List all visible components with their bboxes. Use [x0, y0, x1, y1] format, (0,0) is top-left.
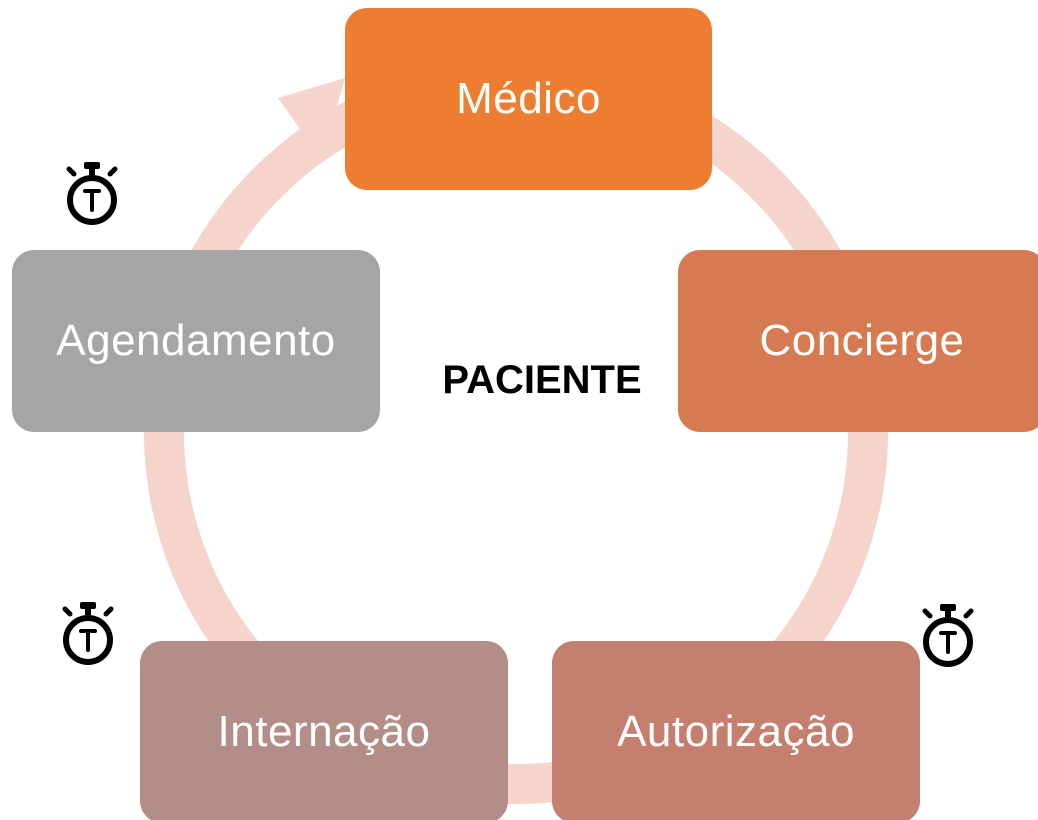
center-label-paciente: PACIENTE: [442, 358, 642, 402]
node-internacao-label: Internação: [217, 707, 431, 756]
node-medico: Médico: [345, 8, 712, 190]
node-concierge: Concierge: [678, 250, 1038, 432]
node-medico-label: Médico: [456, 74, 601, 123]
node-agendamento: Agendamento: [12, 250, 380, 432]
node-agendamento-label: Agendamento: [56, 316, 336, 365]
cycle-arrowhead: [278, 78, 345, 160]
stopwatch-icon: [922, 604, 974, 667]
node-concierge-label: Concierge: [759, 316, 965, 365]
stopwatch-icon: [62, 602, 114, 665]
stopwatch-icon: [66, 162, 118, 225]
node-autorizacao-label: Autorização: [617, 707, 855, 756]
node-internacao: Internação: [140, 641, 508, 820]
node-autorizacao: Autorização: [552, 641, 920, 820]
